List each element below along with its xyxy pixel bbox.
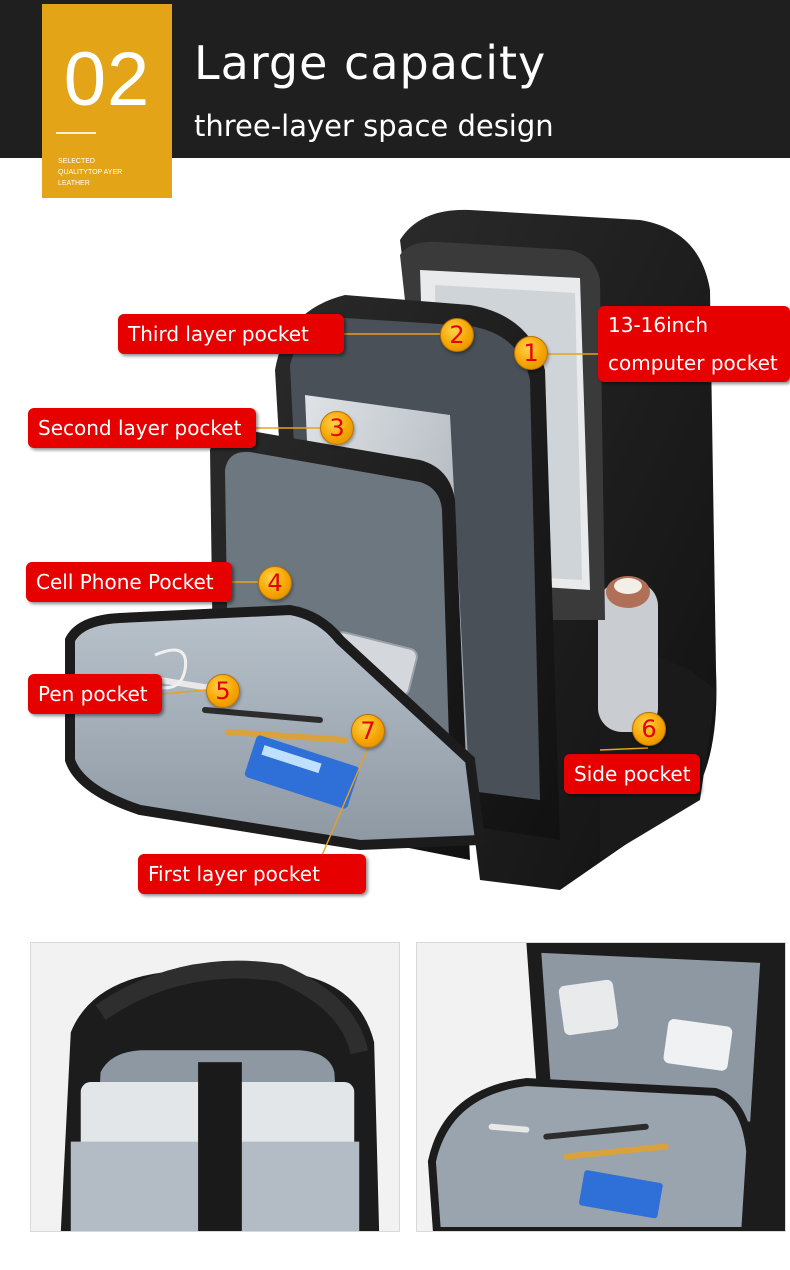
marker-5: 5 [206, 674, 240, 708]
page-title: Large capacity [194, 36, 547, 90]
computer-compartment-image [31, 943, 399, 1231]
marker-2: 2 [440, 318, 474, 352]
section-badge: 02 SELECTED QUALITYTOP AYER LEATHER [42, 4, 172, 198]
callout-cell-phone-pocket: Cell Phone Pocket [26, 562, 232, 602]
badge-subtext: SELECTED QUALITYTOP AYER LEATHER [58, 156, 122, 189]
marker-7: 7 [351, 714, 385, 748]
callout-label-line: 13-16inch [608, 313, 709, 337]
marker-6: 6 [632, 712, 666, 746]
callout-label-line: computer pocket [608, 351, 778, 375]
marker-1: 1 [514, 336, 548, 370]
badge-number: 02 [63, 37, 151, 122]
badge-subtext-line: QUALITYTOP AYER [58, 169, 123, 176]
callout-computer-pocket: 13-16inch computer pocket [598, 306, 790, 382]
marker-3: 3 [320, 411, 354, 445]
marker-4: 4 [258, 566, 292, 600]
callout-pen-pocket: Pen pocket [28, 674, 162, 714]
callout-third-layer-pocket: Third layer pocket [118, 314, 344, 354]
callout-side-pocket: Side pocket [564, 754, 700, 794]
badge-subtext-line: SELECTED [58, 158, 95, 165]
badge-subtext-line: LEATHER [58, 180, 90, 187]
photo-computer-compartment [30, 942, 400, 1232]
badge-divider [56, 132, 96, 134]
page-subtitle: three-layer space design [194, 109, 554, 143]
front-organizer-image [417, 943, 785, 1231]
photo-front-organizer [416, 942, 786, 1232]
callout-first-layer-pocket: First layer pocket [138, 854, 366, 894]
callout-second-layer-pocket: Second layer pocket [28, 408, 256, 448]
